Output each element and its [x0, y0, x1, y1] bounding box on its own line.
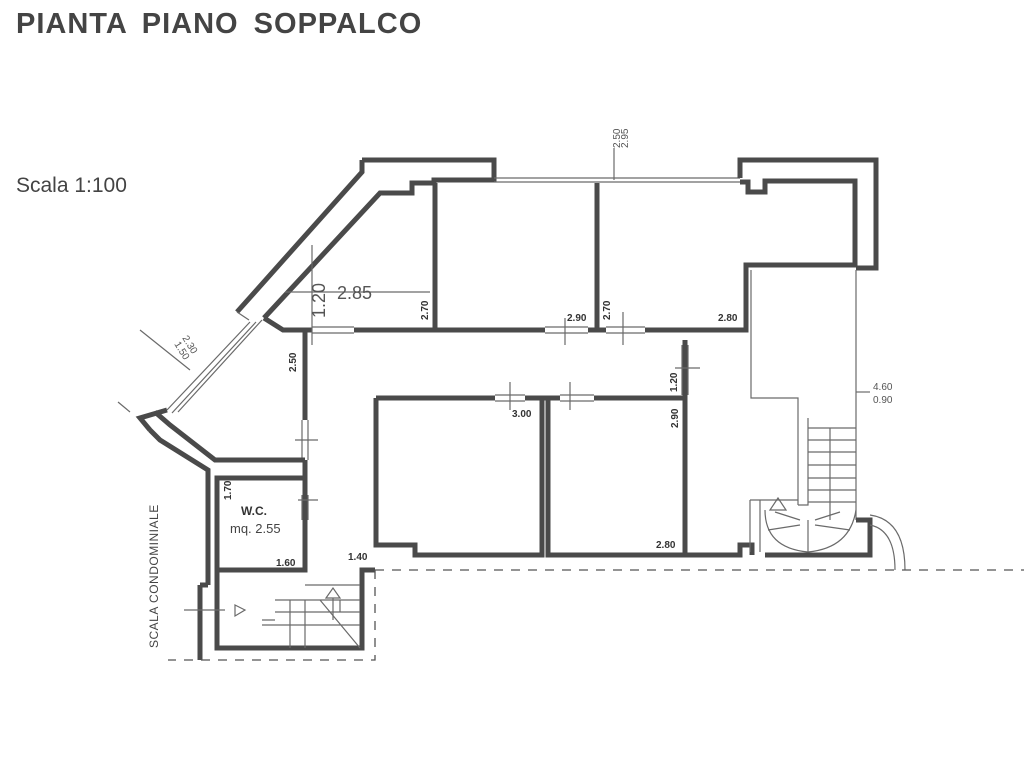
dim-stairwell-a: 4.60 — [873, 382, 893, 393]
dim-wc-height: 1.70 — [223, 480, 234, 500]
boundary-line — [168, 569, 1024, 661]
stair-condominium-label: SCALA CONDOMINIALE — [147, 504, 161, 648]
dimension-ticks — [117, 148, 870, 501]
dim-room5-width: 2.80 — [656, 540, 676, 551]
dim-stairwell-b: 0.90 — [873, 395, 893, 406]
dim-landing-width: 1.40 — [348, 552, 368, 563]
dim-hall-left-height: 2.50 — [288, 352, 299, 372]
dim-room2-height: 2.70 — [602, 300, 613, 320]
dim-room4-width: 3.00 — [512, 409, 532, 420]
stair-left — [184, 584, 361, 649]
dim-top-window-b: 2.95 — [620, 128, 631, 148]
stair-right — [749, 427, 857, 553]
dim-room5-height: 2.90 — [670, 408, 681, 428]
dim-room1-height: 2.70 — [420, 300, 431, 320]
dim-top-window-a: 2.50 — [612, 128, 623, 148]
dim-hall-right-height: 1.20 — [669, 372, 680, 392]
outer-walls — [135, 157, 906, 660]
dim-corridor-width: 1.20 — [309, 283, 329, 318]
dim-room3-width: 2.80 — [718, 313, 738, 324]
dim-corridor-length: 2.85 — [337, 283, 372, 303]
room-wc-area: mq. 2.55 — [230, 521, 281, 536]
page-title: PIANTA PIANO SOPPALCO — [16, 8, 423, 40]
scale-label: Scala 1:100 — [16, 174, 127, 197]
room-wc-name: W.C. — [241, 504, 267, 518]
dim-door-a: 2.90 — [567, 313, 587, 324]
dim-wc-width: 1.60 — [276, 558, 296, 569]
